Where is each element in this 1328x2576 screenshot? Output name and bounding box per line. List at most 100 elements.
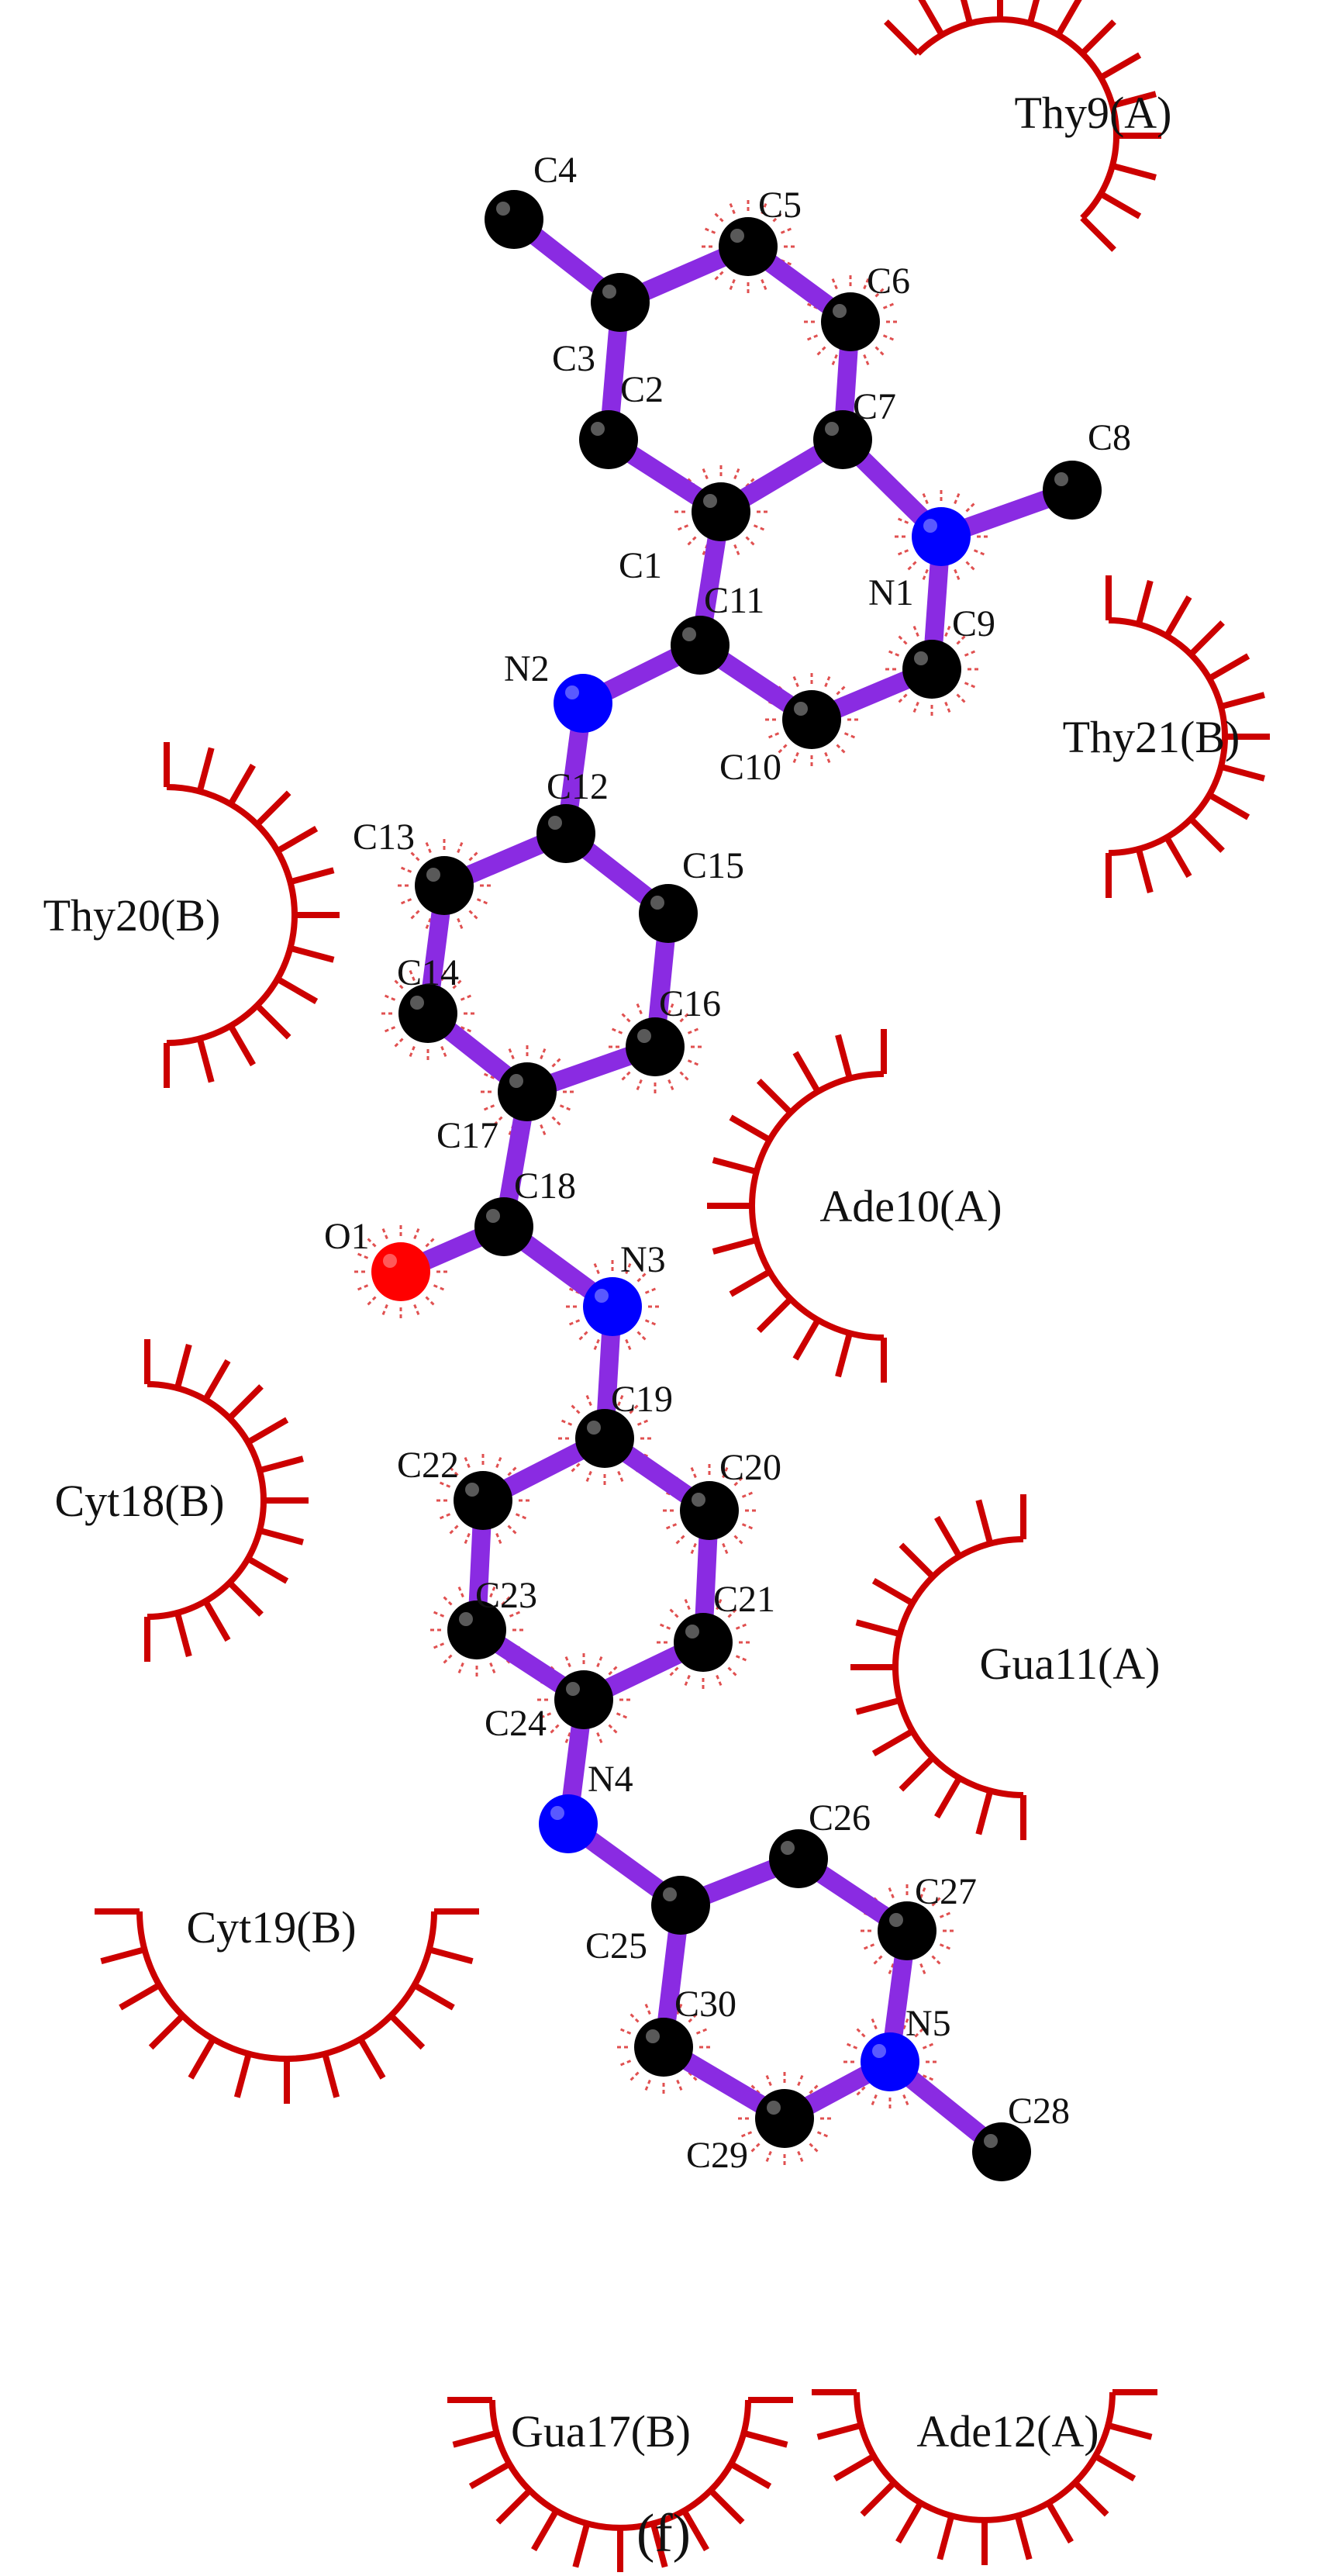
residue-label-thy21b: Thy21(B) bbox=[1063, 712, 1240, 762]
residue-ade12a-arc bbox=[812, 2389, 1157, 2565]
atom-c12 bbox=[536, 804, 595, 863]
atom-c18 bbox=[474, 1197, 533, 1256]
atom-label-c25: C25 bbox=[585, 1925, 647, 1967]
atom-label-c8: C8 bbox=[1088, 417, 1131, 458]
atoms-layer bbox=[371, 190, 1102, 2181]
residue-label-cyt19b: Cyt19(B) bbox=[186, 1902, 356, 1953]
hydrophobic-contacts-layer bbox=[95, 0, 1270, 2573]
atom-c16 bbox=[626, 1017, 685, 1076]
atom-label-o1: O1 bbox=[324, 1216, 370, 1257]
atom-c21 bbox=[674, 1613, 733, 1672]
contact-spokes-n3 bbox=[564, 1259, 661, 1355]
atom-label-c16: C16 bbox=[659, 983, 721, 1024]
residue-thy21b-arc bbox=[1106, 575, 1270, 898]
atom-c30 bbox=[634, 2018, 693, 2077]
residue-ade10a-arc bbox=[707, 1029, 887, 1383]
atom-c24 bbox=[554, 1670, 613, 1729]
atom-label-c9: C9 bbox=[952, 603, 995, 644]
contact-spokes-c14 bbox=[380, 965, 476, 1062]
atom-label-c2: C2 bbox=[620, 369, 664, 410]
residue-thy9a-arc bbox=[884, 0, 1161, 252]
atom-contact-spokes-layer bbox=[353, 199, 989, 2167]
atom-label-c20: C20 bbox=[719, 1447, 781, 1488]
atom-label-c24: C24 bbox=[485, 1703, 547, 1744]
atom-o1 bbox=[371, 1242, 430, 1301]
contact-spokes-c21 bbox=[655, 1594, 751, 1690]
atom-label-n2: N2 bbox=[504, 648, 550, 689]
atom-c19 bbox=[575, 1409, 634, 1468]
residue-labels-layer: Thy9(A) Thy21(B) Thy20(B) Ade10(A) Cyt18(B) G… bbox=[43, 88, 1240, 2457]
atom-label-c4: C4 bbox=[533, 150, 577, 191]
atom-label-c15: C15 bbox=[682, 845, 744, 886]
residue-thy20b-arc bbox=[164, 742, 340, 1088]
atom-label-c17: C17 bbox=[436, 1115, 498, 1156]
atom-c5 bbox=[719, 217, 778, 276]
atom-c20 bbox=[680, 1481, 739, 1540]
atom-label-c10: C10 bbox=[719, 747, 781, 788]
atom-c29 bbox=[755, 2089, 814, 2148]
atom-label-c23: C23 bbox=[475, 1575, 537, 1616]
atom-label-c11: C11 bbox=[704, 580, 764, 621]
atom-label-c7: C7 bbox=[853, 386, 896, 427]
atom-n5 bbox=[861, 2032, 919, 2091]
residue-label-ade10a: Ade10(A) bbox=[819, 1181, 1002, 1231]
atom-c9 bbox=[902, 640, 961, 699]
atom-c2 bbox=[579, 410, 638, 469]
atom-c3 bbox=[591, 273, 650, 332]
atom-c23 bbox=[447, 1601, 506, 1659]
atom-c15 bbox=[639, 884, 698, 943]
atom-c14 bbox=[398, 984, 457, 1043]
atom-label-c22: C22 bbox=[397, 1445, 459, 1486]
contact-spokes-c20 bbox=[661, 1462, 757, 1559]
atom-label-c12: C12 bbox=[547, 766, 609, 807]
residue-label-thy9a: Thy9(A) bbox=[1015, 88, 1172, 138]
atom-label-c13: C13 bbox=[353, 817, 415, 858]
atom-label-c5: C5 bbox=[758, 185, 802, 226]
atom-label-c6: C6 bbox=[867, 261, 910, 302]
atom-label-n5: N5 bbox=[905, 2003, 951, 2044]
atom-label-n4: N4 bbox=[588, 1759, 633, 1800]
atom-c26 bbox=[769, 1829, 828, 1888]
atom-label-c27: C27 bbox=[915, 1871, 977, 1912]
atom-c17 bbox=[498, 1062, 557, 1121]
atom-c11 bbox=[671, 616, 730, 675]
atom-c27 bbox=[878, 1901, 936, 1960]
residue-label-cyt18b: Cyt18(B) bbox=[54, 1476, 224, 1526]
panel-label: (f) bbox=[636, 2504, 691, 2564]
atom-c13 bbox=[415, 856, 474, 915]
atom-label-c18: C18 bbox=[514, 1165, 576, 1207]
residue-cyt19b-arc bbox=[95, 1908, 479, 2104]
atom-n1 bbox=[912, 507, 971, 566]
atom-label-c26: C26 bbox=[809, 1797, 871, 1839]
atom-c1 bbox=[692, 482, 750, 541]
atom-label-n1: N1 bbox=[868, 572, 914, 613]
atom-label-c30: C30 bbox=[674, 1984, 736, 2025]
atom-label-n3: N3 bbox=[620, 1239, 666, 1280]
atom-labels-layer: C1C2C3C4C5C6C7C8N1C9C10C11N2C12C13C14C15… bbox=[324, 150, 1131, 2176]
atom-c7 bbox=[813, 410, 872, 469]
residue-label-gua17b: Gua17(B) bbox=[511, 2406, 691, 2457]
atom-n3 bbox=[583, 1277, 642, 1336]
atom-c8 bbox=[1043, 461, 1102, 520]
atom-c28 bbox=[972, 2122, 1031, 2181]
atom-label-c19: C19 bbox=[611, 1379, 673, 1420]
atom-label-c29: C29 bbox=[686, 2135, 748, 2176]
atom-label-c14: C14 bbox=[397, 952, 459, 993]
atom-n2 bbox=[554, 674, 612, 733]
atom-c25 bbox=[651, 1876, 710, 1935]
residue-gua17b-arc bbox=[447, 2397, 793, 2573]
atom-label-c21: C21 bbox=[713, 1579, 775, 1620]
residue-label-thy20b: Thy20(B) bbox=[43, 890, 221, 941]
residue-label-ade12a: Ade12(A) bbox=[916, 2406, 1099, 2457]
atom-c6 bbox=[821, 292, 880, 351]
atom-n4 bbox=[539, 1794, 598, 1853]
atom-c4 bbox=[485, 190, 543, 249]
residue-label-gua11a: Gua11(A) bbox=[980, 1638, 1161, 1689]
residue-cyt18b-arc bbox=[144, 1339, 309, 1662]
atom-c22 bbox=[454, 1471, 512, 1530]
atom-label-c28: C28 bbox=[1008, 2091, 1070, 2132]
atom-label-c1: C1 bbox=[619, 545, 662, 586]
atom-c10 bbox=[782, 690, 841, 749]
